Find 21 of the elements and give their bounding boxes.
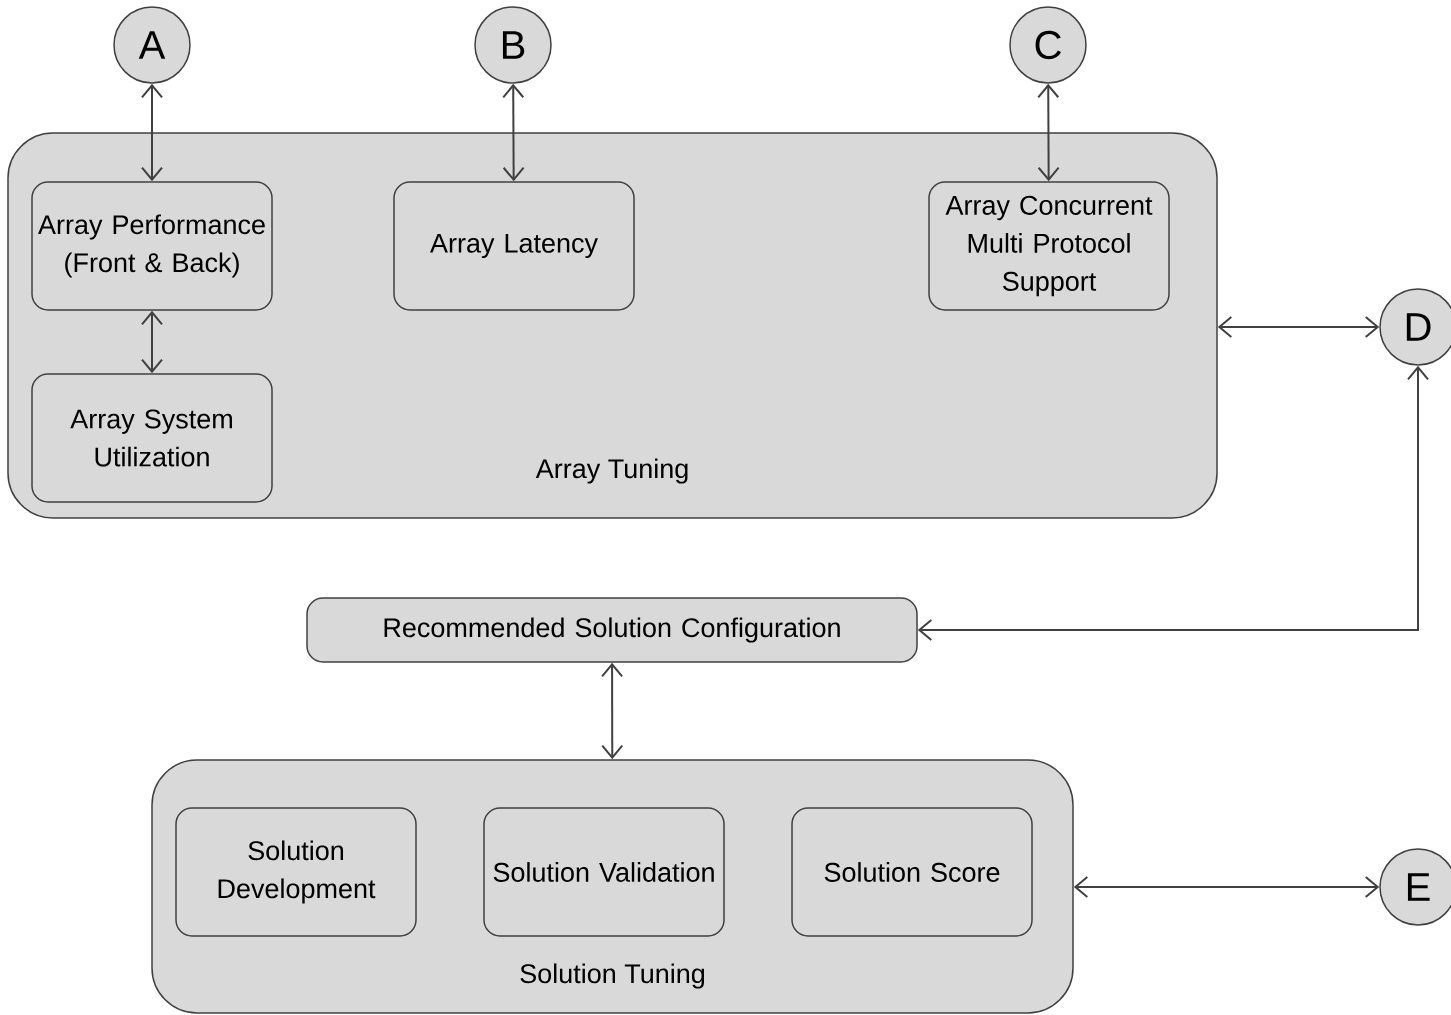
circle-node: B xyxy=(474,6,552,84)
process-box: Solution Validation xyxy=(483,807,725,937)
circle-node: D xyxy=(1379,288,1451,366)
double-arrow xyxy=(502,83,525,182)
double-arrow xyxy=(601,662,624,760)
double-arrow xyxy=(1037,83,1060,182)
process-box: Solution Score xyxy=(791,807,1033,937)
double-arrow xyxy=(141,310,163,374)
double-arrow xyxy=(917,365,1429,641)
process-box: Solution Development xyxy=(175,807,417,937)
process-box: Array Performance (Front & Back) xyxy=(31,181,273,311)
process-box: Array Concurrent Multi Protocol Support xyxy=(928,181,1170,311)
process-box: Recommended Solution Configuration xyxy=(306,597,918,663)
circle-node: C xyxy=(1009,6,1087,84)
double-arrow xyxy=(1073,876,1380,898)
process-box: Array Latency xyxy=(393,181,635,311)
circle-node: A xyxy=(113,6,191,84)
double-arrow xyxy=(1217,316,1380,338)
double-arrow xyxy=(141,83,163,182)
circle-node: E xyxy=(1379,848,1451,926)
process-box: Array System Utilization xyxy=(31,373,273,503)
